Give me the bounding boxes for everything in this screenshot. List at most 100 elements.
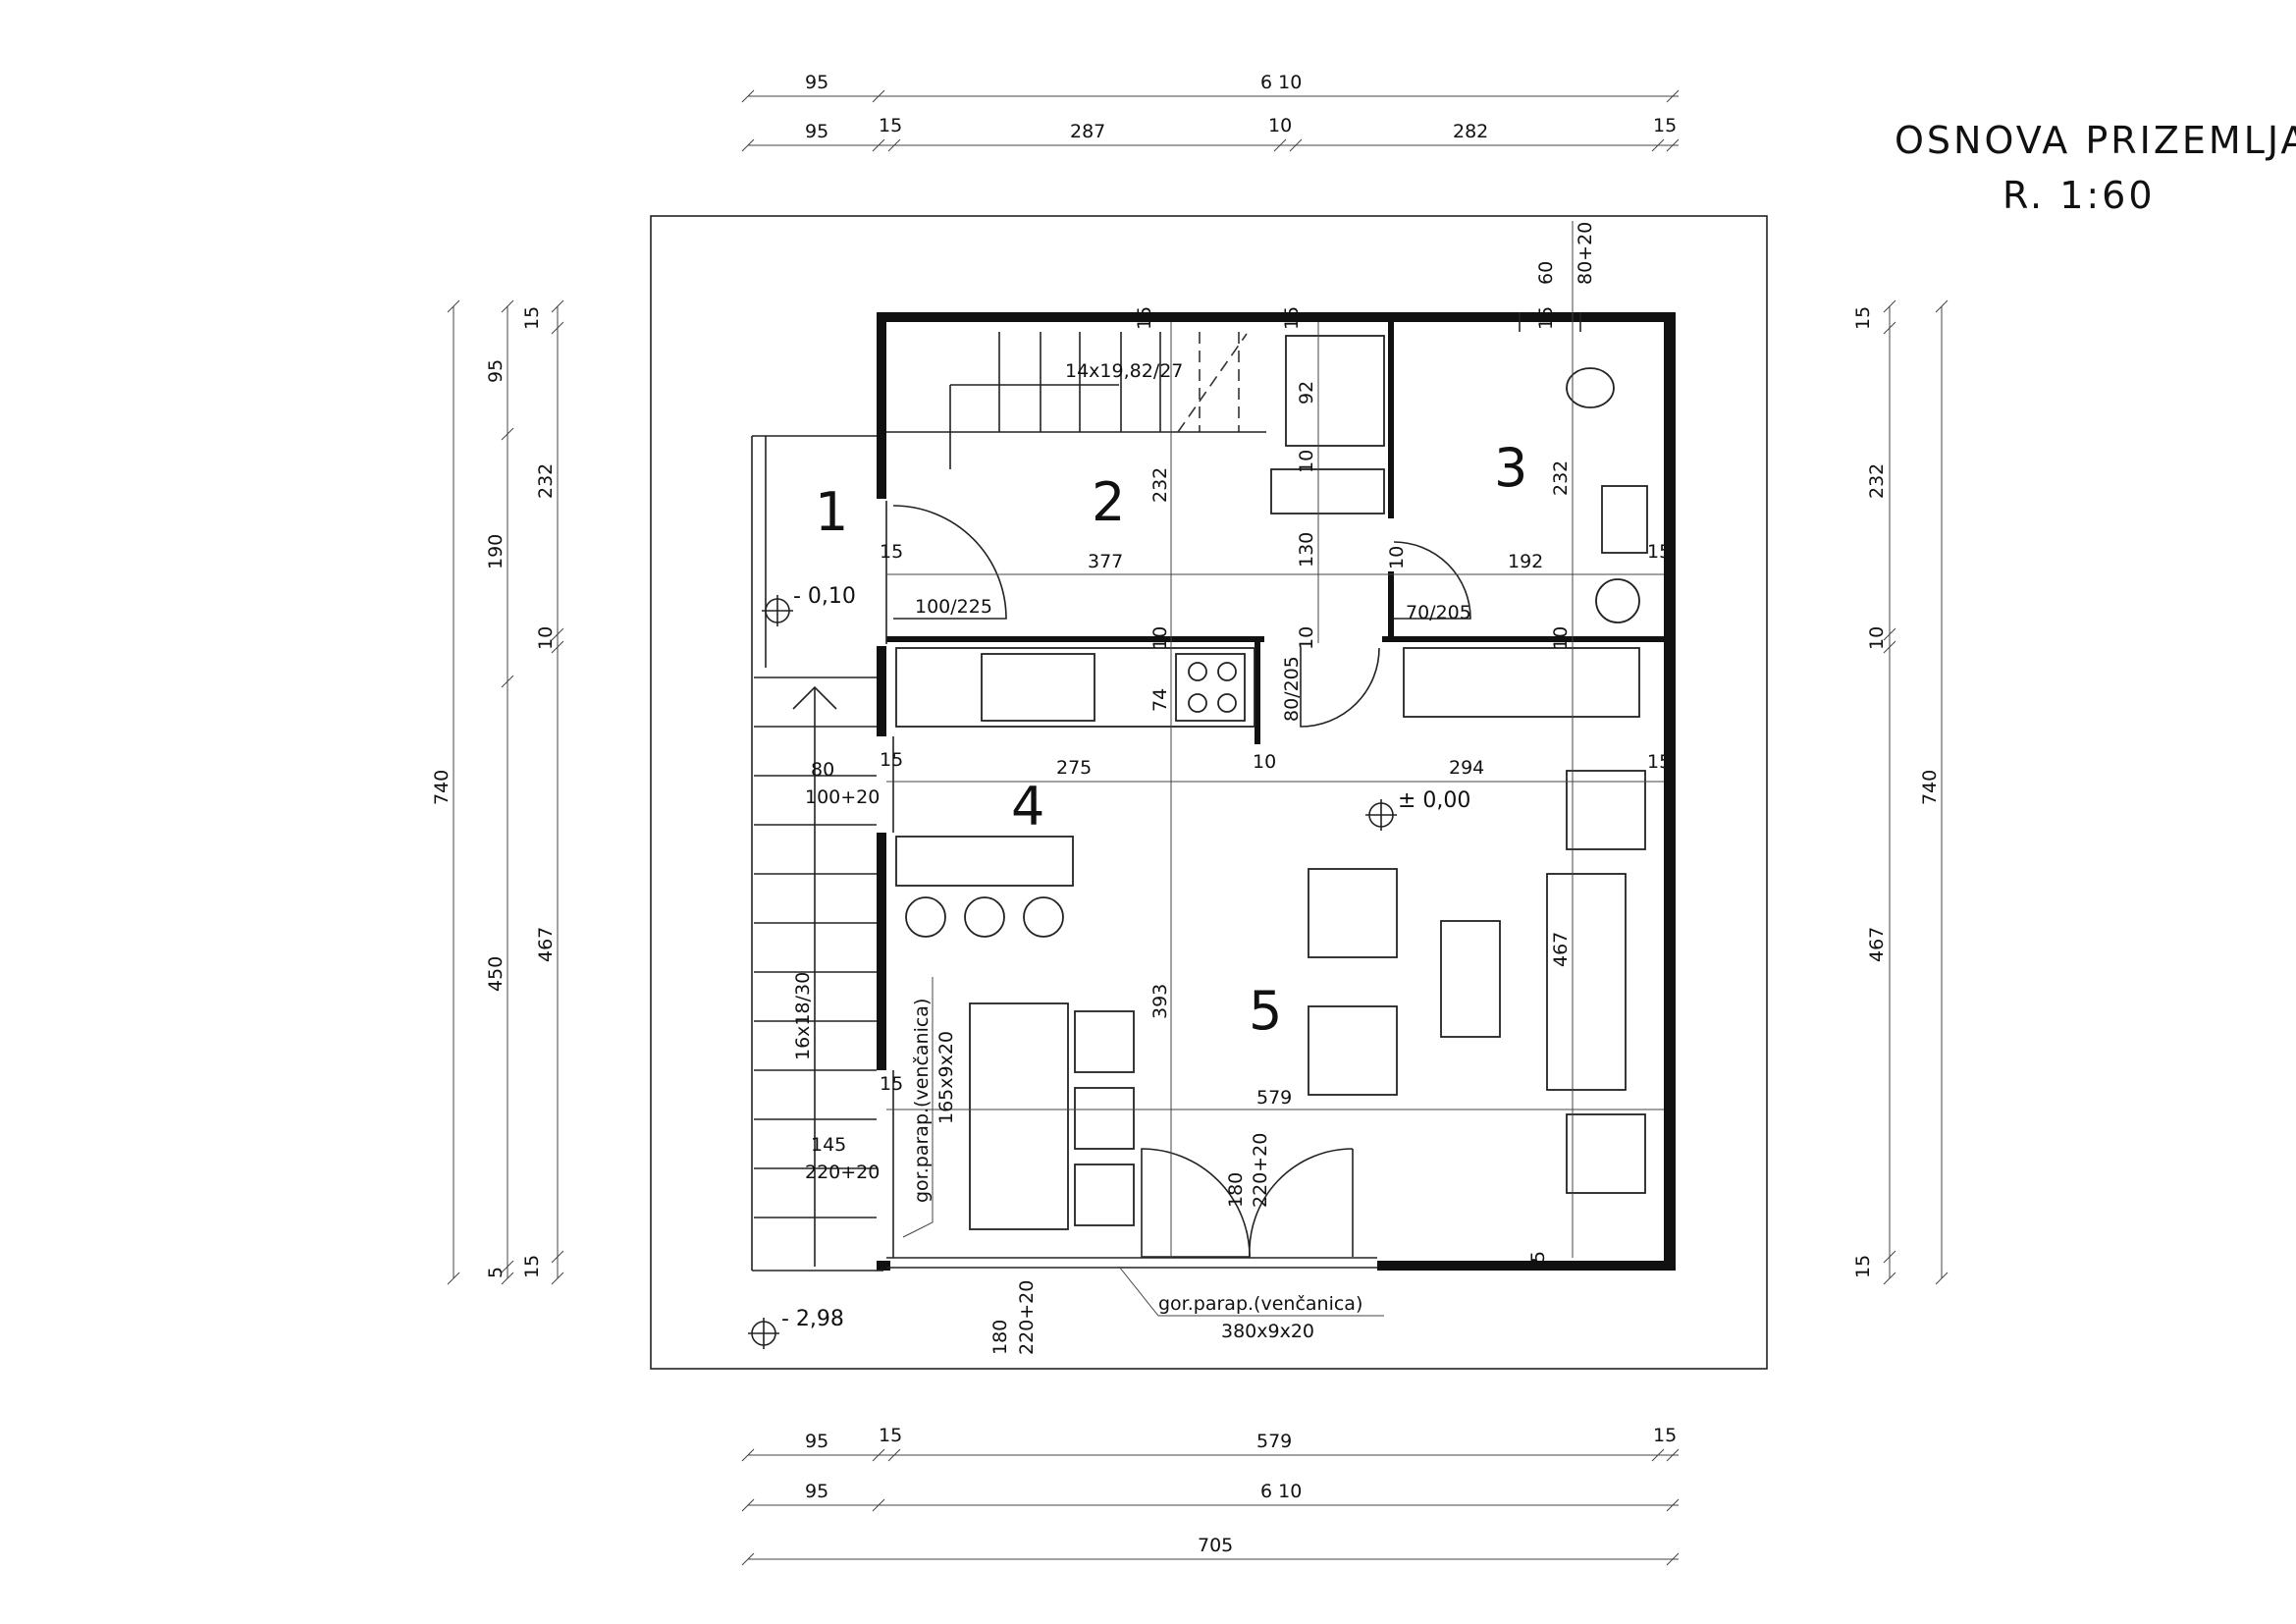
drawing-frame (650, 215, 1768, 1370)
interior-stair: 14x19,82/27 (886, 332, 1266, 469)
svg-text:15: 15 (880, 541, 903, 563)
svg-text:467: 467 (535, 927, 557, 962)
svg-text:70/205: 70/205 (1406, 602, 1471, 623)
svg-text:10: 10 (1866, 626, 1888, 650)
dimensions-top: 95 6 10 95 15 287 10 282 15 (741, 72, 1680, 152)
svg-text:95: 95 (485, 359, 507, 383)
svg-text:10: 10 (1268, 115, 1292, 136)
svg-text:10: 10 (1386, 546, 1408, 569)
svg-text:60: 60 (1535, 261, 1557, 285)
svg-text:190: 190 (485, 534, 507, 569)
svg-text:15: 15 (1134, 306, 1155, 330)
svg-text:± 0,00: ± 0,00 (1398, 788, 1470, 813)
svg-text:92: 92 (1296, 381, 1317, 405)
svg-text:100/225: 100/225 (915, 596, 992, 618)
exterior-stair: 16x18/30 (754, 677, 877, 1267)
svg-text:165x9x20: 165x9x20 (935, 1031, 957, 1124)
svg-text:10: 10 (1296, 626, 1317, 650)
room-4-label: 4 (1011, 776, 1044, 838)
svg-text:6 10: 6 10 (1260, 72, 1302, 93)
level-markers: - 0,10 ± 0,00 - 2,98 (748, 584, 1470, 1349)
svg-text:220+20: 220+20 (1016, 1280, 1038, 1355)
dimensions-bottom: 95 15 579 15 95 6 10 705 (741, 1425, 1680, 1566)
svg-text:380x9x20: 380x9x20 (1221, 1321, 1314, 1342)
plan-scale: R. 1:60 (2002, 174, 2156, 217)
svg-text:10: 10 (1550, 626, 1572, 650)
svg-text:100+20: 100+20 (805, 786, 880, 808)
opening-notes: 80 100+20 145 220+20 180 220+20 180 220+… (805, 759, 1384, 1355)
svg-text:80+20: 80+20 (1575, 222, 1596, 285)
svg-text:15: 15 (1852, 1255, 1874, 1278)
svg-text:145: 145 (811, 1134, 846, 1156)
svg-text:95: 95 (805, 1431, 828, 1452)
svg-text:74: 74 (1149, 688, 1171, 712)
svg-text:275: 275 (1056, 757, 1092, 779)
svg-text:467: 467 (1550, 932, 1572, 967)
svg-text:15: 15 (880, 749, 903, 771)
svg-text:15: 15 (879, 115, 902, 136)
svg-text:15: 15 (1653, 1425, 1677, 1446)
svg-text:15: 15 (521, 306, 543, 330)
svg-text:gor.parap.(venčanica): gor.parap.(venčanica) (1158, 1293, 1362, 1315)
interior-dimensions: 15 377 192 15 275 10 294 15 15 579 15 5 … (880, 221, 1671, 1263)
dimensions-left: 740 95 190 450 5 15 232 10 467 15 (431, 299, 564, 1285)
svg-text:15: 15 (879, 1425, 902, 1446)
svg-text:232: 232 (1149, 467, 1171, 503)
svg-text:192: 192 (1508, 551, 1543, 572)
room-1-label: 1 (815, 481, 848, 543)
svg-text:95: 95 (805, 1481, 828, 1502)
svg-text:220+20: 220+20 (805, 1162, 880, 1183)
svg-text:15: 15 (521, 1255, 543, 1278)
svg-text:705: 705 (1198, 1535, 1233, 1556)
svg-text:10: 10 (535, 626, 557, 650)
living-furniture (895, 647, 1646, 1230)
svg-text:579: 579 (1256, 1431, 1292, 1452)
svg-text:16x18/30: 16x18/30 (792, 972, 814, 1060)
svg-text:15: 15 (1647, 751, 1671, 773)
svg-text:220+20: 220+20 (1250, 1133, 1271, 1208)
svg-text:15: 15 (1852, 306, 1874, 330)
kitchen-counter (895, 647, 1255, 728)
svg-text:393: 393 (1149, 984, 1171, 1019)
plan-title: OSNOVA PRIZEMLJA (1895, 119, 2296, 162)
svg-text:740: 740 (1919, 770, 1941, 805)
svg-text:180: 180 (989, 1320, 1011, 1355)
svg-text:5: 5 (1527, 1251, 1549, 1263)
svg-text:282: 282 (1453, 121, 1488, 142)
dimensions-right: 15 232 10 467 15 740 (1852, 299, 1949, 1285)
svg-text:14x19,82/27: 14x19,82/27 (1065, 360, 1183, 382)
svg-text:15: 15 (1535, 306, 1557, 330)
svg-text:80: 80 (811, 759, 834, 781)
svg-text:232: 232 (535, 463, 557, 499)
svg-text:15: 15 (1281, 306, 1303, 330)
svg-text:5: 5 (485, 1267, 507, 1278)
room-2-label: 2 (1092, 471, 1125, 533)
bathroom-fixtures (1270, 335, 1648, 623)
walls (751, 312, 1676, 1272)
svg-text:- 2,98: - 2,98 (781, 1307, 844, 1331)
svg-text:10: 10 (1296, 450, 1317, 473)
svg-text:180: 180 (1225, 1172, 1247, 1208)
svg-text:740: 740 (431, 770, 453, 805)
svg-text:- 0,10: - 0,10 (793, 584, 856, 609)
svg-text:95: 95 (805, 121, 828, 142)
svg-text:6 10: 6 10 (1260, 1481, 1302, 1502)
svg-text:15: 15 (880, 1073, 903, 1095)
svg-text:15: 15 (1647, 541, 1671, 563)
svg-text:95: 95 (805, 72, 828, 93)
room-5-label: 5 (1249, 980, 1282, 1042)
svg-text:294: 294 (1449, 757, 1484, 779)
room-labels: 1 2 3 4 5 (815, 437, 1527, 1042)
svg-text:287: 287 (1070, 121, 1105, 142)
door-swings: 100/225 70/205 80/205 (892, 505, 1471, 1258)
svg-text:232: 232 (1550, 460, 1572, 496)
svg-text:15: 15 (1653, 115, 1677, 136)
svg-text:232: 232 (1866, 463, 1888, 499)
room-3-label: 3 (1494, 437, 1527, 499)
svg-text:80/205: 80/205 (1281, 656, 1303, 722)
svg-text:130: 130 (1296, 532, 1317, 568)
svg-text:gor.parap.(venčanica): gor.parap.(venčanica) (911, 999, 933, 1203)
svg-text:467: 467 (1866, 927, 1888, 962)
svg-text:377: 377 (1088, 551, 1123, 572)
